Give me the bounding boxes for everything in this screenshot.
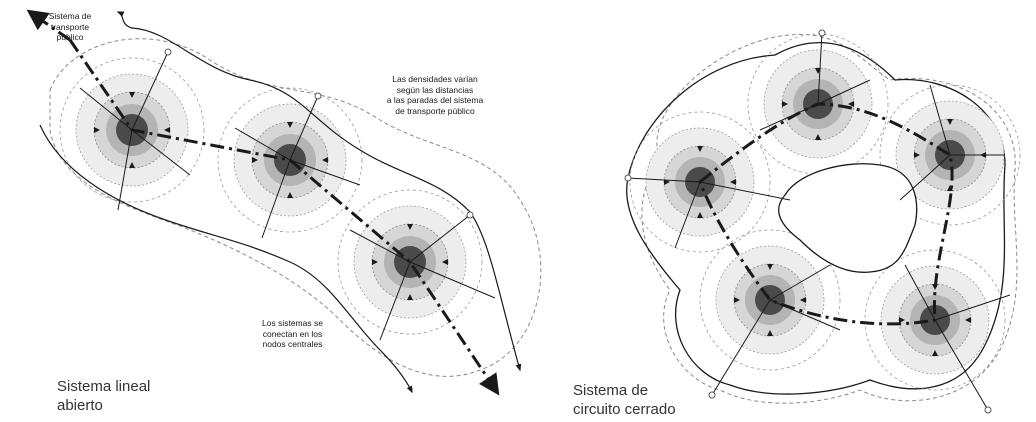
linear-junction-dot	[164, 48, 172, 56]
title-closed-system: Sistema de circuito cerrado	[573, 382, 676, 418]
title-linear-system: Sistema lineal abierto	[57, 378, 151, 414]
density-arrows-right	[664, 68, 986, 356]
linear-junction-dot	[466, 211, 474, 219]
closed-system	[624, 29, 1021, 414]
closed-junction-dot	[984, 406, 992, 414]
linear-transit-line-start	[26, 9, 71, 42]
density-arrows-left	[94, 92, 448, 300]
closed-outer-boundary	[626, 41, 1006, 395]
linear-spokes	[79, 51, 496, 341]
station-node-8	[864, 249, 1006, 391]
linear-corridor-edge-top-start	[116, 11, 133, 29]
linear-corridor-edge-bottom	[39, 124, 413, 394]
closed-junction-dot	[708, 391, 716, 399]
label-transit-system: Sistema de transporte público	[48, 11, 92, 42]
closed-junction-dot	[818, 29, 826, 37]
linear-system	[26, 9, 542, 396]
central-void-area	[778, 163, 918, 273]
closed-outer-dashed-boundary	[641, 33, 1018, 404]
closed-transit-loop	[698, 102, 954, 326]
closed-junction-dot	[624, 174, 632, 182]
linear-transit-line	[68, 39, 500, 396]
linear-outer-dashed-boundary	[49, 38, 542, 377]
linear-corridor-edge-top	[131, 27, 522, 372]
closed-spokes	[627, 32, 1011, 411]
linear-junction-dot	[314, 92, 322, 100]
label-connect-nodes: Los sistemas se conectan en los nodos ce…	[262, 318, 323, 349]
label-densities: Las densidades varían según las distanci…	[386, 74, 484, 116]
